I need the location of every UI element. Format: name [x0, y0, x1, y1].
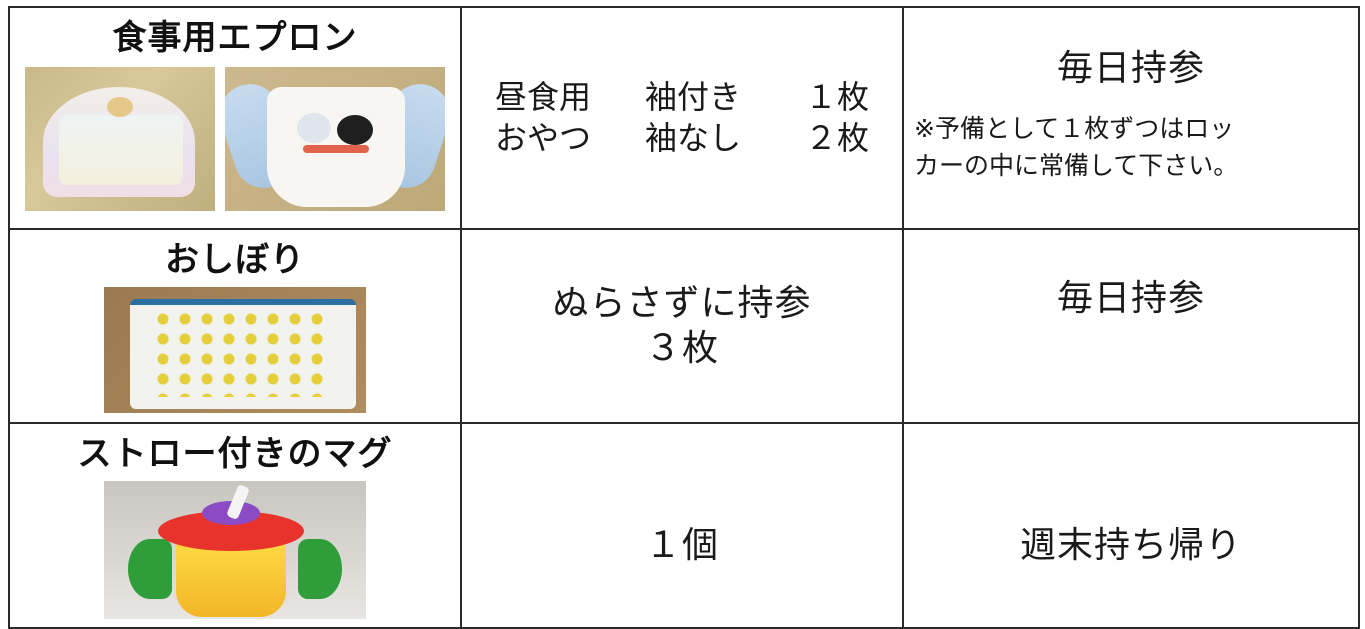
folded-bib-photo — [25, 67, 215, 212]
quantity-cell: ぬらさずに持参 ３枚 — [460, 228, 904, 424]
quantity-cell: １個 — [460, 422, 904, 629]
table-row: ストロー付きのマグ １個 週末持ち帰り — [8, 422, 1360, 629]
frequency-cell: 毎日持参 ※予備として１枚ずつはロッ カーの中に常備して下さい。 — [902, 6, 1360, 230]
note-text: ※予備として１枚ずつはロッ カーの中に常備して下さい。 — [905, 111, 1357, 184]
table-row: おしぼり ぬらさずに持参 ３枚 毎日持参 — [8, 228, 1360, 424]
belongings-table: 食事用エプロン 昼食用 袖付き １枚 おやつ 袖なし ２枚 — [8, 6, 1360, 629]
quantity-type: 袖なし — [644, 119, 741, 157]
list-item: おやつ 袖なし ２枚 — [495, 118, 869, 159]
item-cell: 食事用エプロン — [8, 6, 462, 230]
sleeved-bib-photo — [225, 67, 445, 212]
item-cell: ストロー付きのマグ — [8, 422, 462, 629]
note-line: ※予備として１枚ずつはロッ — [914, 114, 1235, 144]
frequency-text: 毎日持参 — [1056, 48, 1205, 90]
quantity-count: １枚 — [804, 78, 869, 117]
quantity-use: 昼食用 — [494, 78, 591, 117]
quantity-use: おやつ — [494, 119, 591, 157]
item-name: おしぼり — [165, 240, 305, 280]
straw-mug-photo — [104, 481, 366, 620]
quantity-cell: 昼食用 袖付き １枚 おやつ 袖なし ２枚 — [460, 6, 904, 230]
item-photos — [11, 67, 459, 212]
quantity-list: 昼食用 袖付き １枚 おやつ 袖なし ２枚 — [495, 77, 869, 159]
frequency-text: 週末持ち帰り — [1019, 525, 1242, 566]
item-name: 食事用エプロン — [112, 18, 358, 58]
quantity-type: 袖付き — [644, 78, 741, 117]
quantity-line: ３枚 — [644, 328, 719, 369]
quantity-line: ぬらさずに持参 — [552, 283, 812, 324]
note-line: カーの中に常備して下さい。 — [914, 150, 1239, 180]
table-row: 食事用エプロン 昼食用 袖付き １枚 おやつ 袖なし ２枚 — [8, 6, 1360, 230]
quantity-text: ぬらさずに持参 ３枚 — [463, 281, 901, 371]
towel-photo — [104, 287, 366, 414]
list-item: 昼食用 袖付き １枚 — [495, 77, 869, 118]
frequency-cell: 週末持ち帰り — [902, 422, 1360, 629]
frequency-text: 毎日持参 — [1056, 278, 1205, 319]
frequency-cell: 毎日持参 — [902, 228, 1360, 424]
item-cell: おしぼり — [8, 228, 462, 424]
item-name: ストロー付きのマグ — [77, 434, 393, 474]
quantity-count: ２枚 — [804, 119, 869, 157]
quantity-text: １個 — [644, 525, 719, 566]
